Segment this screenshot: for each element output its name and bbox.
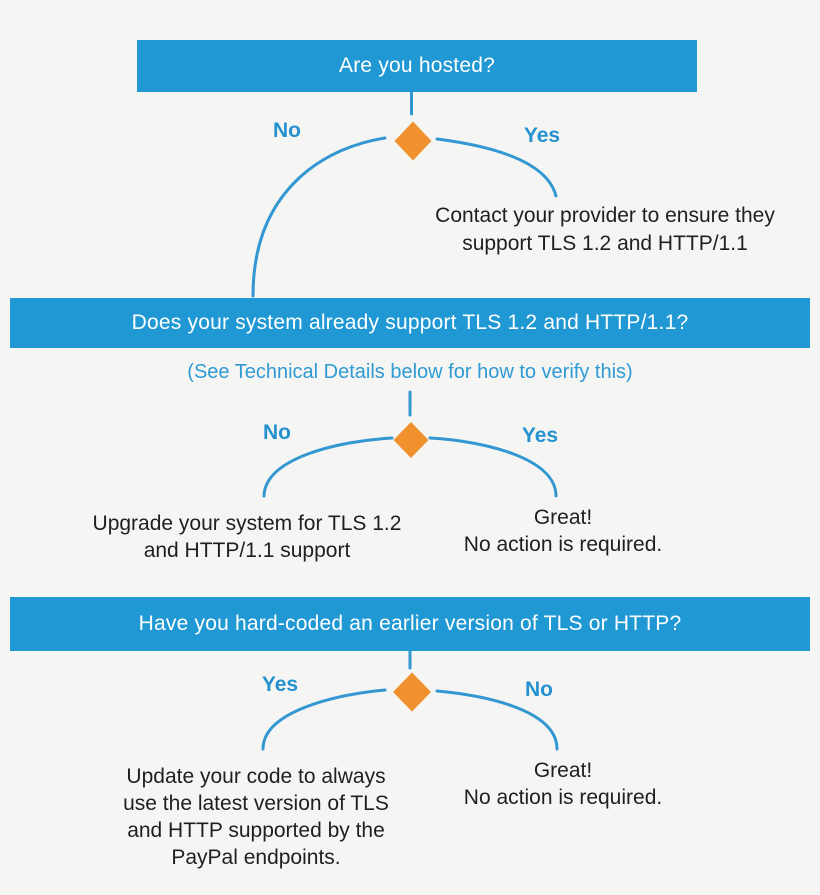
result-line: and HTTP supported by the	[127, 819, 385, 842]
result-line: Great!	[533, 759, 593, 782]
result-update-code: Update your code to always use the lates…	[106, 763, 406, 871]
question-banner-system-support: Does your system already support TLS 1.2…	[10, 298, 810, 348]
branch-label-no-1: No	[273, 119, 301, 142]
question-banner-hardcoded: Have you hard-coded an earlier version o…	[10, 597, 810, 651]
decision-diamond-1	[394, 121, 432, 161]
result-no-action-3: Great! No action is required.	[413, 757, 713, 811]
branch-label-yes-2: Yes	[521, 424, 559, 447]
branch-curve-yes-3	[261, 688, 387, 751]
result-line: No action is required.	[463, 786, 663, 809]
result-line: Contact your provider to ensure they	[435, 204, 775, 227]
result-line: PayPal endpoints.	[171, 846, 341, 869]
result-upgrade-system: Upgrade your system for TLS 1.2 and HTTP…	[87, 510, 407, 564]
branch-curve-no-3	[435, 689, 559, 751]
branch-curve-no-2	[262, 436, 394, 498]
result-line: Great!	[533, 506, 593, 529]
result-line: support TLS 1.2 and HTTP/1.1	[462, 232, 748, 255]
branch-label-yes-1: Yes	[523, 124, 561, 147]
branch-curve-no-1	[251, 136, 387, 298]
branch-label-yes-3: Yes	[261, 673, 299, 696]
branch-curve-yes-2	[428, 436, 558, 498]
technical-details-note: (See Technical Details below for how to …	[187, 361, 633, 383]
result-contact-provider: Contact your provider to ensure they sup…	[414, 202, 796, 258]
decision-diamond-2	[393, 422, 429, 458]
result-line: Update your code to always	[126, 765, 386, 788]
result-line: and HTTP/1.1 support	[143, 539, 351, 562]
branch-label-no-3: No	[525, 678, 553, 701]
result-line: No action is required.	[463, 533, 663, 556]
branch-label-no-2: No	[263, 421, 291, 444]
result-line: Upgrade your system for TLS 1.2	[92, 512, 402, 535]
result-no-action-2: Great! No action is required.	[413, 504, 713, 558]
decision-diamond-3	[393, 672, 431, 712]
branch-curve-yes-1	[435, 137, 558, 198]
question-banner-hosted: Are you hosted?	[137, 40, 697, 92]
result-line: use the latest version of TLS	[123, 792, 389, 815]
